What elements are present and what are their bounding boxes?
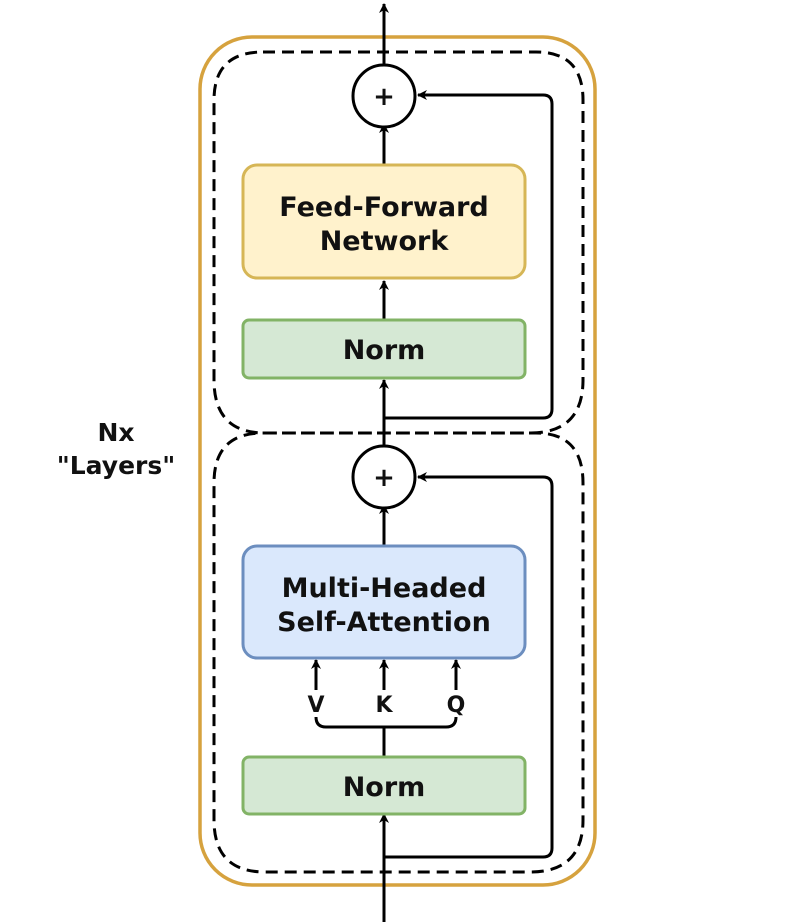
norm-label-bottom: Norm	[343, 772, 426, 803]
attention-sublayer-dashed-box	[212, 431, 585, 874]
feed-forward-block	[241, 163, 527, 280]
feed-forward-label-line1: Feed-Forward	[279, 192, 489, 223]
add-symbol-top: +	[373, 82, 395, 112]
v-label: V	[307, 693, 324, 718]
residual-connection-bottom	[384, 472, 554, 859]
repeat-label-line1: Nx	[97, 418, 134, 447]
feed-forward-label-line2: Network	[320, 226, 450, 257]
qkv-split-bracket	[314, 716, 458, 757]
add-node-bottom	[351, 444, 417, 510]
self-attention-label-line2: Self-Attention	[277, 607, 491, 638]
self-attention-block	[241, 544, 527, 660]
norm-block-bottom	[241, 755, 527, 816]
self-attention-label-line1: Multi-Headed	[282, 573, 487, 604]
repeat-label-line2: "Layers"	[57, 451, 176, 480]
add-node-top	[351, 63, 417, 129]
k-label: K	[375, 693, 393, 718]
add-symbol-bottom: +	[373, 463, 395, 493]
q-label: Q	[447, 693, 466, 718]
layer-outer-container	[198, 35, 597, 887]
residual-connection-top	[384, 90, 554, 420]
norm-block-top	[241, 318, 527, 380]
norm-label-top: Norm	[343, 335, 426, 366]
